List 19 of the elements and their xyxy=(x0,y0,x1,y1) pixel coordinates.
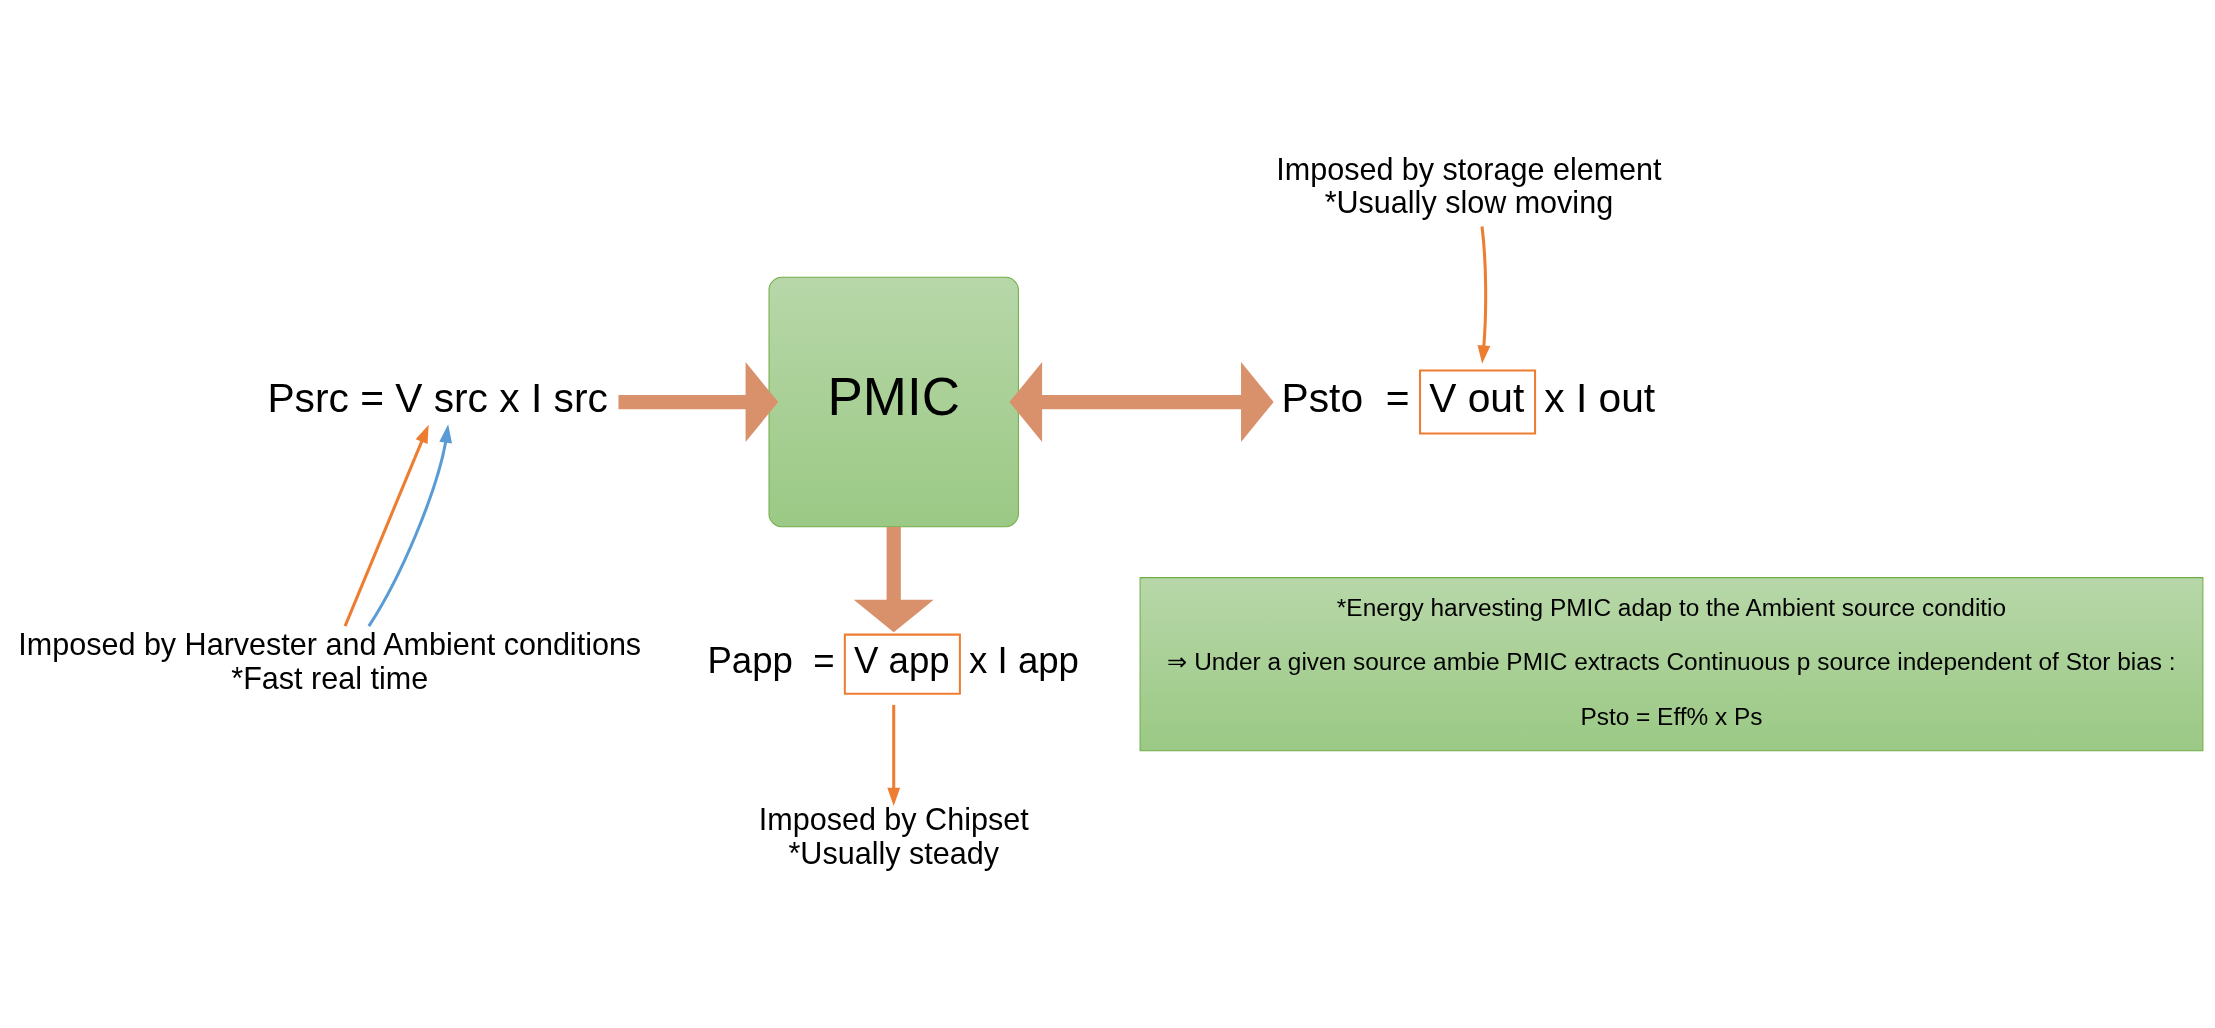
node-label: x I app xyxy=(969,640,1079,682)
node-box: PMIC xyxy=(768,276,1019,528)
node-label: Psto = xyxy=(1281,375,1410,422)
node-box: V app xyxy=(843,633,961,695)
node-box: *Energy harvesting PMIC adap to the Ambient source conditio ⇒ Under a given source ambie PMIC extracts Continuous p source independent of Stor bias : Psto = Eff% x Ps xyxy=(1139,577,2204,752)
node-text: Psrc = V src x I src xyxy=(267,375,608,422)
node-label: x I out xyxy=(1544,375,1656,422)
arrow xyxy=(853,527,934,633)
arrow xyxy=(343,424,429,627)
arrow xyxy=(367,424,453,627)
arrow xyxy=(1477,226,1491,364)
node-label: Papp = xyxy=(707,640,835,682)
node-text: Imposed by Harvester and Ambient conditions *Fast real time xyxy=(18,627,642,695)
node-text: Imposed by Chipset *Usually steady xyxy=(758,802,1029,870)
arrow xyxy=(618,362,779,442)
arrow xyxy=(1009,362,1274,442)
arrow xyxy=(887,704,901,806)
node-box: V out xyxy=(1419,369,1537,435)
node-text: Imposed by storage element *Usually slow moving xyxy=(1276,151,1662,220)
